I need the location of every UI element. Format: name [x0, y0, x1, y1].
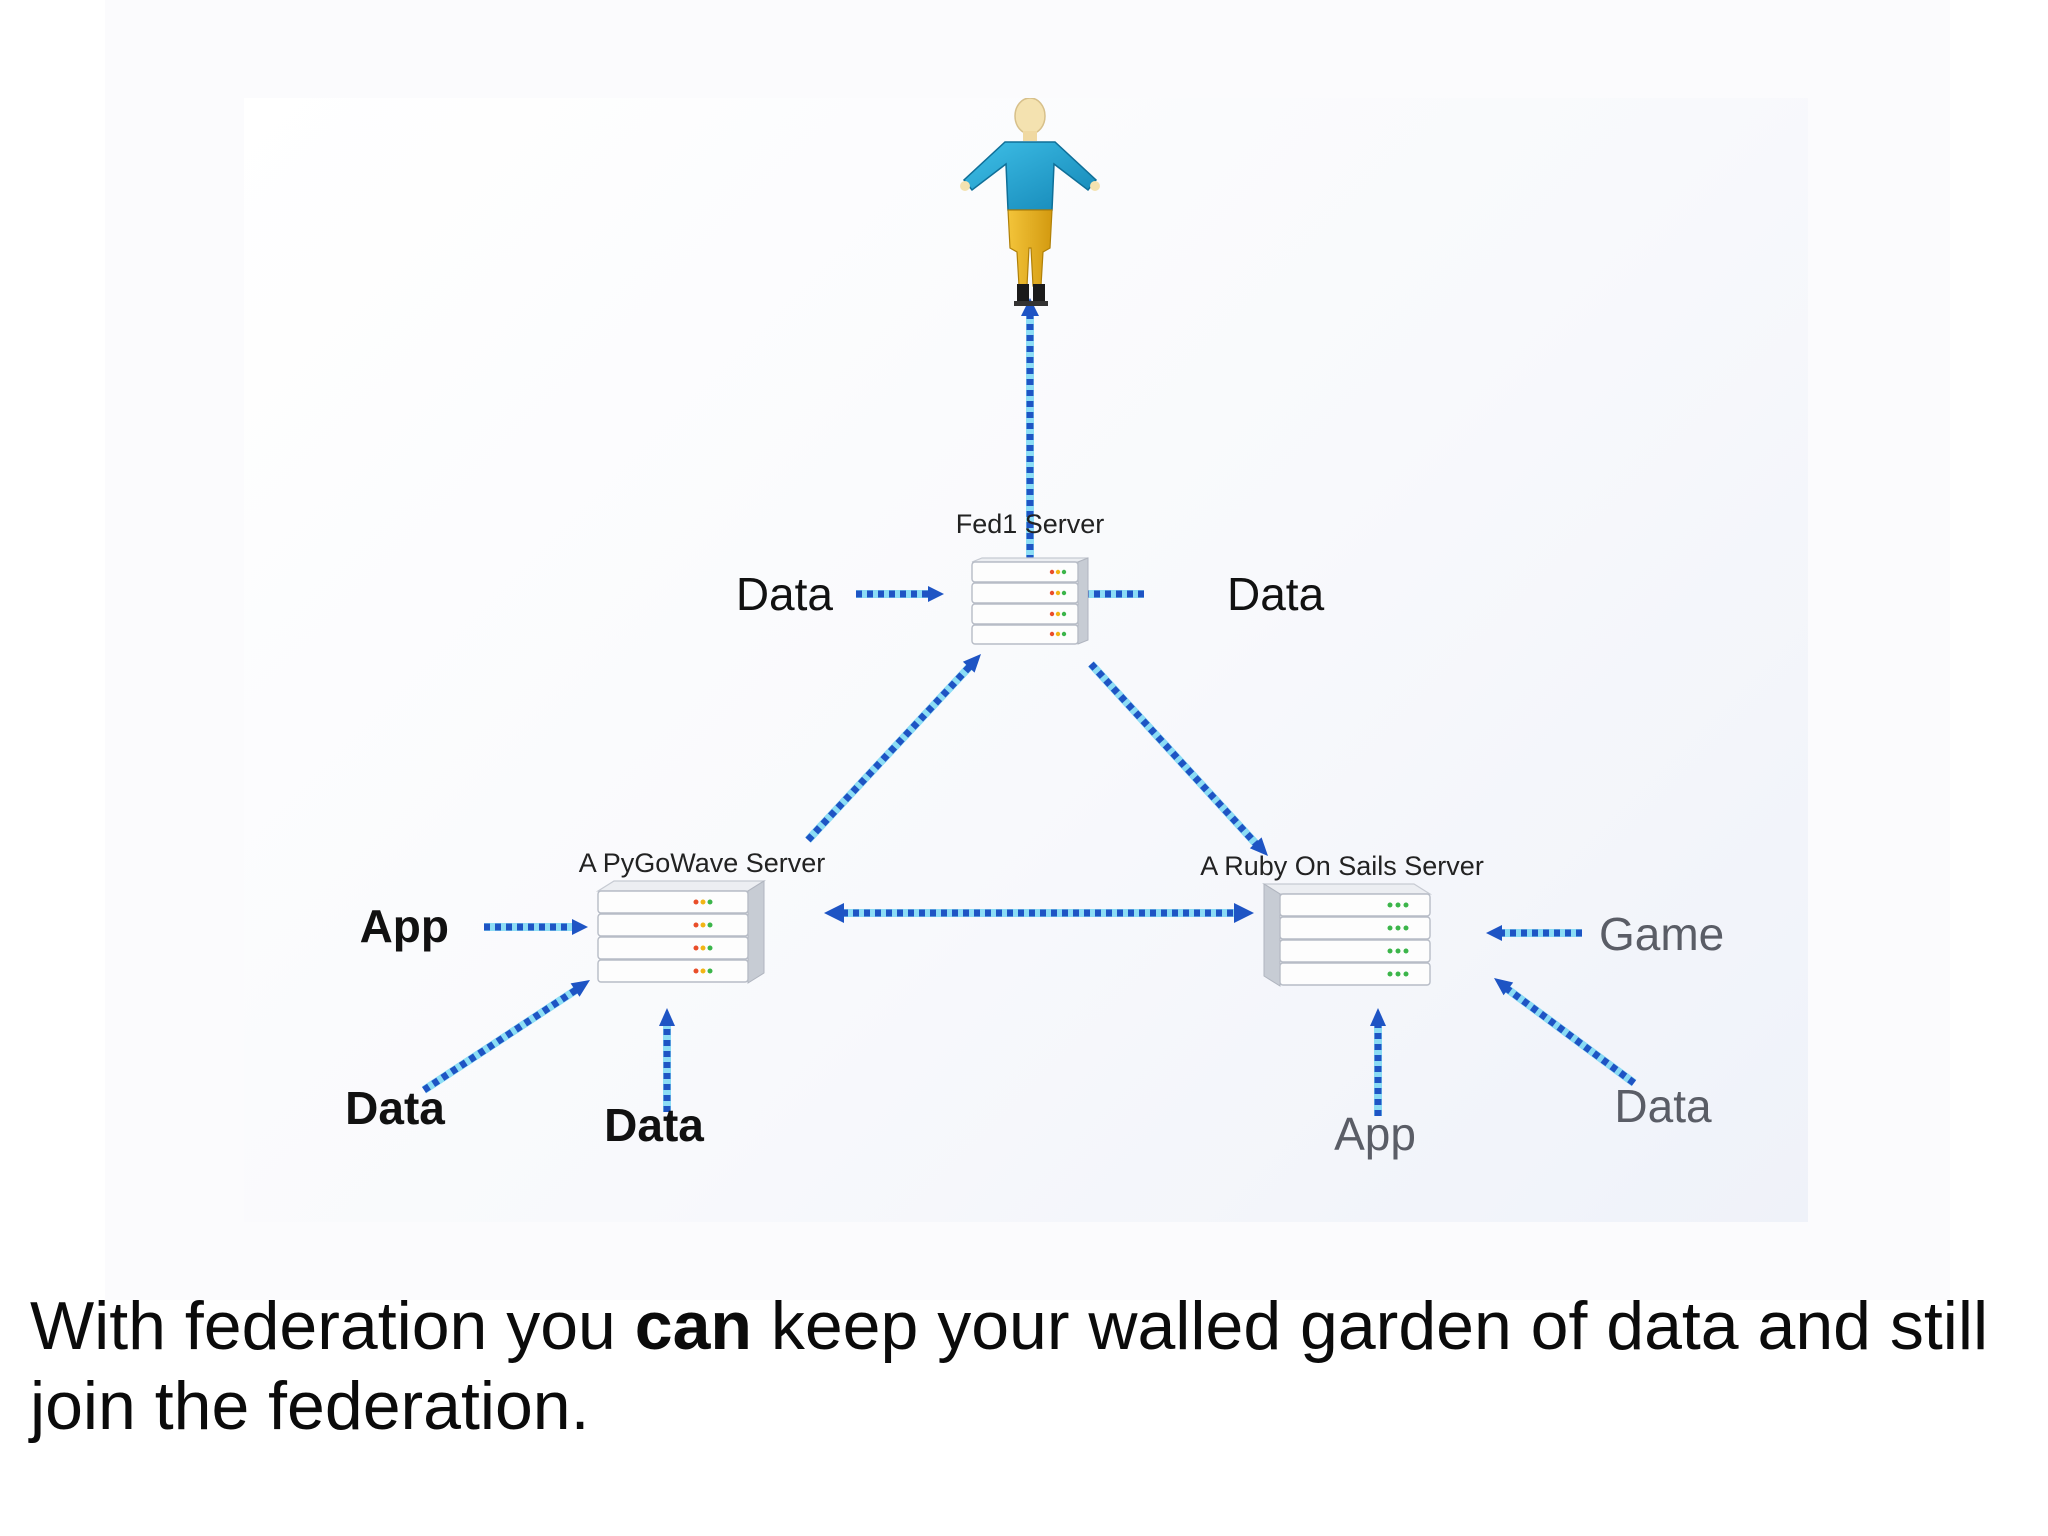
arrowhead-icon	[1486, 925, 1502, 941]
arrowhead-icon	[928, 586, 944, 602]
pygowave-data-below-label: Data	[604, 1099, 704, 1151]
connector-data-below-to-pygowave	[659, 1008, 675, 1112]
arrowhead-icon	[659, 1008, 675, 1026]
arrowhead-icon	[1370, 1008, 1386, 1026]
fed1-data-right-label: Data	[1227, 568, 1325, 620]
caption-text-before: With federation you	[30, 1288, 635, 1364]
pygowave-data-diag-label: Data	[345, 1082, 445, 1134]
diagram-canvas: Fed1 Server A PyGoWave Server A Ruby On …	[345, 98, 1724, 1160]
fed1-data-left-label: Data	[736, 568, 834, 620]
pygowave-server-label: A PyGoWave Server	[579, 848, 826, 878]
ruby-game-label: Game	[1599, 908, 1724, 960]
connector-pygowave-ruby	[824, 903, 1254, 923]
arrowhead-icon	[824, 903, 844, 923]
connector-data-left-to-fed1	[856, 586, 944, 602]
ruby-data-diag-label: Data	[1614, 1080, 1712, 1132]
pygowave-server-icon	[595, 880, 767, 984]
arrowhead-icon	[1234, 903, 1254, 923]
connector-data-diag-to-ruby	[1494, 978, 1637, 1087]
ruby-app-label: App	[1334, 1108, 1416, 1160]
arrowhead-icon	[572, 919, 588, 935]
connector-app-to-ruby	[1370, 1008, 1386, 1116]
caption-text-after: keep your walled garden of data and stil…	[30, 1288, 1989, 1444]
pygowave-app-label: App	[360, 900, 449, 952]
arrowhead-icon	[1249, 837, 1268, 856]
connector-app-to-pygowave	[484, 919, 588, 935]
federation-diagram: Fed1 Server A PyGoWave Server A Ruby On …	[244, 98, 1808, 1222]
user-person-icon	[960, 98, 1100, 306]
slide-caption: With federation you can keep your walled…	[30, 1286, 1990, 1446]
ruby-on-sails-server-icon	[1261, 883, 1433, 987]
connector-data-diag-to-pygowave	[421, 980, 590, 1094]
arrowhead-icon	[1021, 298, 1039, 316]
connector-game-to-ruby	[1486, 925, 1582, 941]
connector-pygowave-to-fed1	[805, 654, 981, 843]
caption-emphasis: can	[634, 1288, 752, 1364]
arrowhead-icon	[570, 980, 590, 997]
ruby-on-sails-server-label: A Ruby On Sails Server	[1200, 851, 1484, 881]
fed1-server-label: Fed1 Server	[956, 509, 1105, 539]
connector-fed1-to-user	[1021, 298, 1039, 594]
fed1-server-icon	[971, 557, 1089, 645]
connector-fed1-to-ruby	[1088, 661, 1268, 856]
arrowhead-icon	[1494, 978, 1514, 996]
arrowhead-icon	[962, 654, 981, 673]
